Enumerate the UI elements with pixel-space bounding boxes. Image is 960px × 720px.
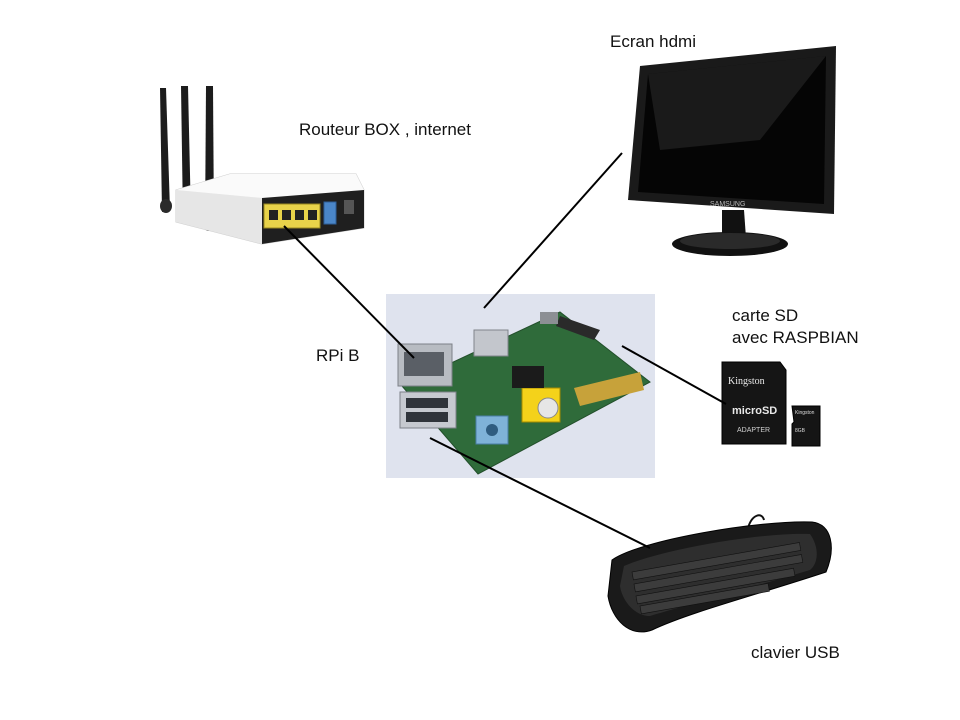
sd-adapter-label: ADAPTER: [737, 427, 770, 434]
sd-adapter-text: microSD: [732, 405, 777, 417]
keyboard-label: clavier USB: [751, 643, 840, 662]
sd-card-label-line1: carte SD: [732, 306, 799, 325]
router-image: [160, 86, 365, 245]
sd-card-label-line2: avec RASPBIAN: [732, 328, 859, 347]
sd-card-image: Kingston microSD ADAPTER Kingston 8GB: [721, 361, 821, 447]
rpi-label: RPi B: [316, 346, 360, 365]
sd-adapter-brand: Kingston: [728, 376, 765, 387]
monitor-image: SAMSUNG: [628, 46, 836, 256]
raspberry-pi-image: [386, 294, 655, 478]
router-antenna-left: [160, 88, 170, 212]
connector-sd-rpi: [621, 345, 727, 405]
sd-adapter: [721, 361, 787, 445]
microsd-card: [791, 405, 821, 447]
router-label: Routeur BOX , internet: [299, 120, 471, 139]
microsd-brand: Kingston: [795, 410, 815, 416]
connector-router-rpi: [283, 225, 415, 359]
router-wan-port: [323, 201, 337, 225]
connector-monitor-rpi: [483, 152, 623, 309]
microsd-capacity: 8GB: [795, 428, 806, 434]
monitor-brand: SAMSUNG: [710, 201, 745, 208]
keyboard-image: [607, 514, 832, 633]
sd-card-label: carte SD avec RASPBIAN: [732, 305, 859, 349]
keyboard-keys: [631, 542, 804, 615]
monitor-label: Ecran hdmi: [610, 32, 696, 51]
connector-keyboard-rpi: [429, 437, 651, 549]
